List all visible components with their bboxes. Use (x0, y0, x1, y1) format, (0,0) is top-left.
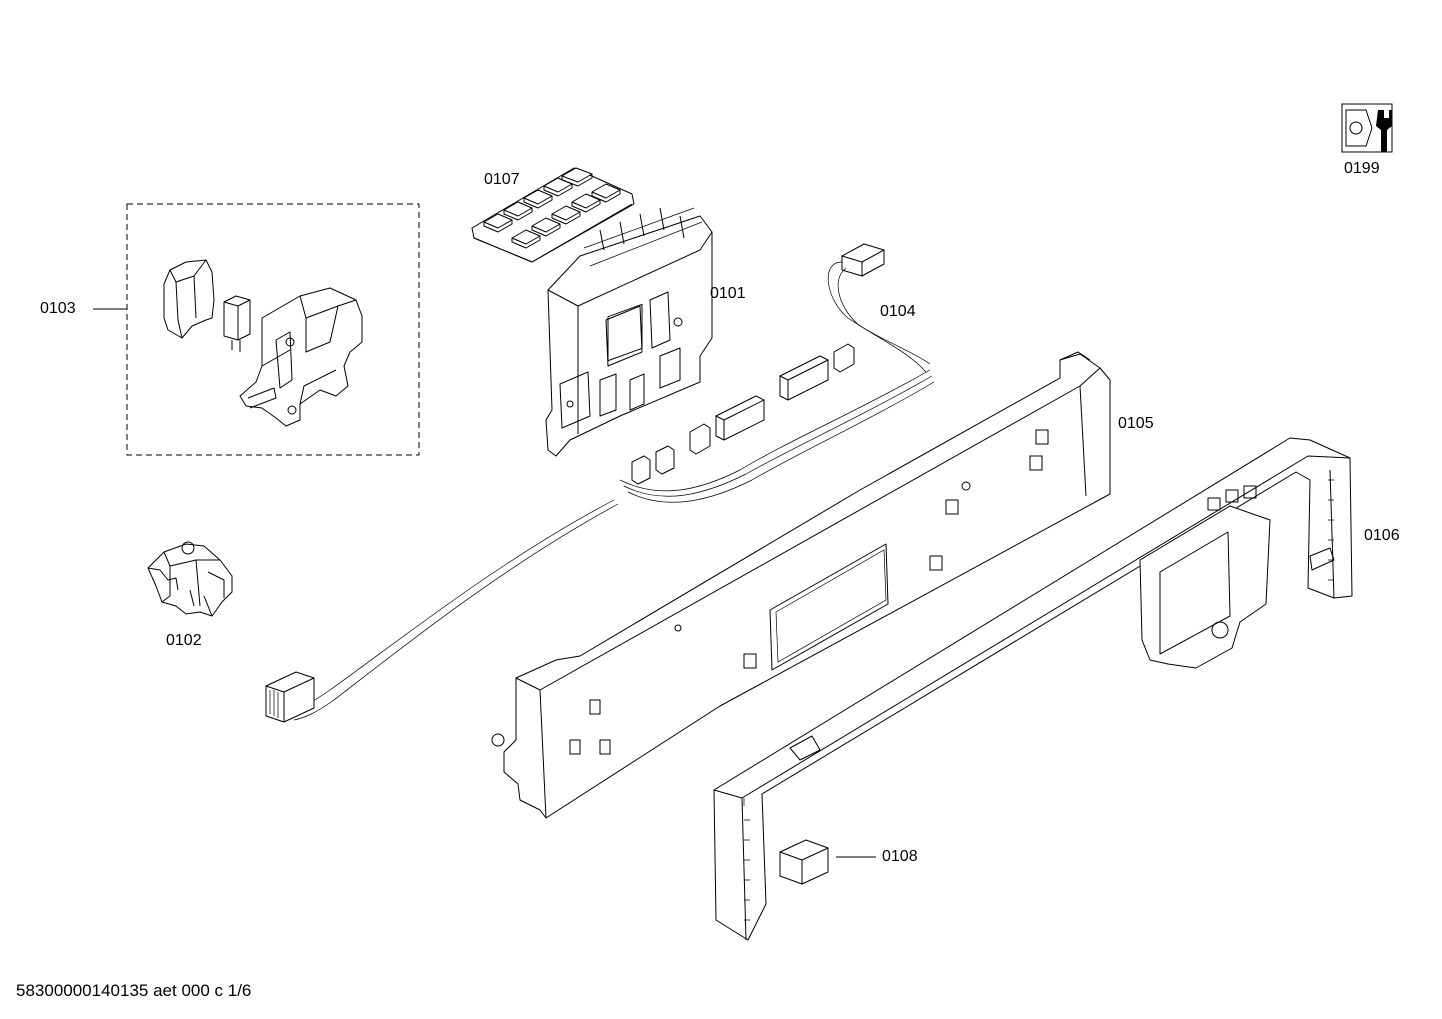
label-0106: 0106 (1364, 527, 1400, 544)
part-0108-block (779, 839, 876, 885)
label-0104: 0104 (880, 303, 916, 320)
label-0103: 0103 (40, 300, 76, 317)
part-0105-frame (491, 351, 1111, 819)
label-0102: 0102 (166, 632, 202, 649)
part-0103-assembly (93, 203, 420, 456)
part-0101-control-module (545, 207, 713, 457)
service-wrench-icon (1341, 103, 1393, 153)
label-0108: 0108 (882, 848, 918, 865)
part-0107-key-mat (471, 167, 635, 263)
part-0106-trim (713, 437, 1353, 941)
label-0101: 0101 (710, 285, 746, 302)
part-0102 (147, 541, 233, 617)
document-footer-id: 58300000140135 aet 000 c 1/6 (16, 981, 252, 1000)
label-0199: 0199 (1344, 160, 1380, 177)
label-0105: 0105 (1118, 415, 1154, 432)
label-0107: 0107 (484, 171, 520, 188)
part-0104-wiring-harness (265, 243, 935, 723)
